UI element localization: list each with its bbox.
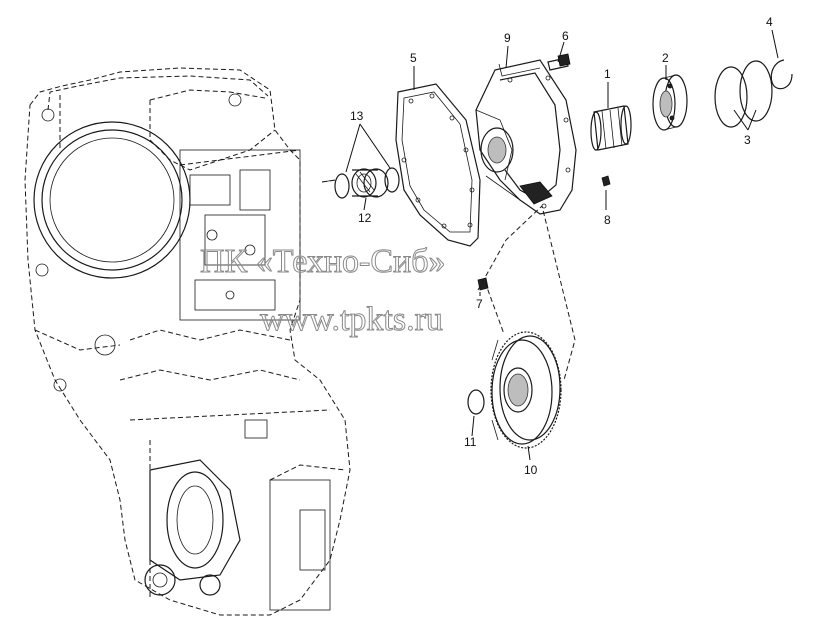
label-12: 12 xyxy=(358,211,372,225)
sleeve-1 xyxy=(590,105,632,151)
rings-3 xyxy=(714,60,773,128)
label-3: 3 xyxy=(744,133,751,147)
label-2: 2 xyxy=(662,51,669,65)
label-7: 7 xyxy=(476,297,483,311)
label-5: 5 xyxy=(410,51,417,65)
gasket-5 xyxy=(395,83,481,247)
label-11: 11 xyxy=(464,435,477,449)
label-9: 9 xyxy=(504,31,511,45)
label-1: 1 xyxy=(604,67,611,81)
transmission-housing xyxy=(24,67,351,616)
label-4: 4 xyxy=(766,15,773,29)
watermark-line2: www.tpkts.ru xyxy=(260,301,443,338)
label-10: 10 xyxy=(524,463,538,477)
assembly-lines xyxy=(321,179,576,381)
gear-10 xyxy=(490,331,562,449)
bearing-12 xyxy=(351,168,389,198)
ring-11 xyxy=(467,389,485,415)
plug-8 xyxy=(601,175,611,187)
snap-rings-13 xyxy=(334,167,400,199)
snap-ring-4 xyxy=(770,59,793,90)
bolt-6 xyxy=(547,53,571,71)
label-6: 6 xyxy=(562,29,569,43)
watermark-line1: ПК «Техно-Сиб» xyxy=(200,243,446,280)
label-8: 8 xyxy=(604,213,611,227)
cover-9 xyxy=(475,59,577,215)
leader-lines xyxy=(345,29,779,461)
label-13: 13 xyxy=(350,109,364,123)
bearing-2 xyxy=(652,74,688,131)
